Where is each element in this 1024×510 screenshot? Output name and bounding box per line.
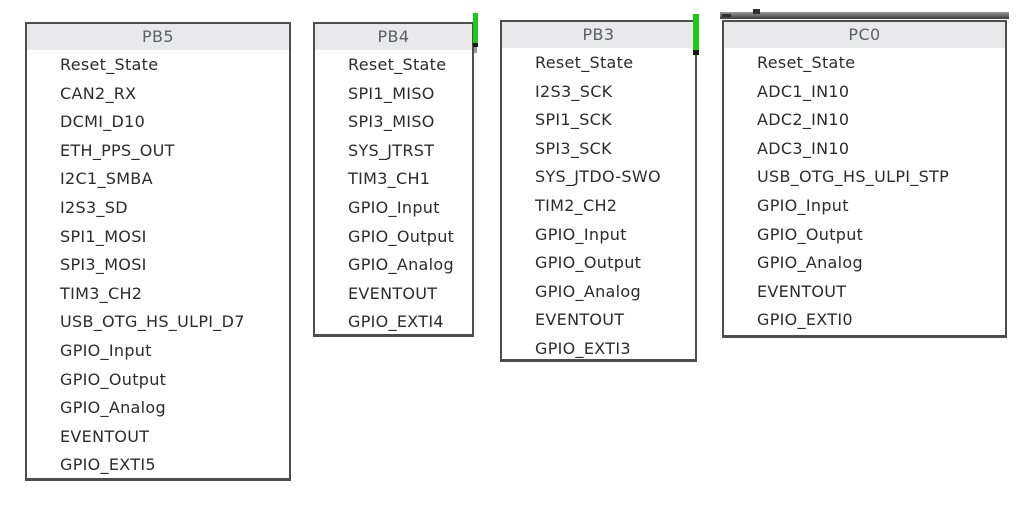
pin-menu-title-pb3: PB3 [502, 22, 695, 48]
pin-menu-title-pb5: PB5 [27, 24, 289, 50]
pin-function-item[interactable]: EVENTOUT [60, 426, 150, 446]
pin-function-item[interactable]: I2S3_SD [60, 197, 128, 217]
pin-function-item[interactable]: EVENTOUT [348, 283, 438, 303]
pin-mark-stub [474, 47, 477, 53]
pin-function-item[interactable]: GPIO_Input [757, 195, 849, 215]
pin-function-item[interactable]: I2C1_SMBA [60, 169, 153, 189]
pin-menu-title-pc0: PC0 [724, 22, 1005, 48]
pin-function-item[interactable]: Reset_State [60, 55, 159, 74]
pin-function-item[interactable]: GPIO_Analog [348, 255, 454, 275]
pin-function-item[interactable]: TIM2_CH2 [535, 195, 618, 215]
pin-function-item[interactable]: SYS_JTDO-SWO [535, 167, 661, 187]
pin-function-item[interactable]: GPIO_Output [348, 226, 455, 246]
pin-function-item[interactable]: USB_OTG_HS_ULPI_D7 [60, 312, 245, 332]
pin-mark-cap [473, 43, 478, 47]
pin-function-item[interactable]: CAN2_RX [60, 83, 137, 103]
chip-edge [720, 12, 1009, 19]
pin-function-item[interactable]: GPIO_EXTI4 [348, 312, 444, 332]
pin-function-item[interactable]: TIM3_CH2 [60, 283, 143, 303]
pin-function-item[interactable]: GPIO_Output [535, 253, 642, 273]
chip-pin-notch [753, 9, 760, 14]
pin-function-item[interactable]: GPIO_Input [535, 224, 627, 244]
pin-function-item[interactable]: GPIO_Output [757, 224, 864, 244]
pin-function-item[interactable]: DCMI_D10 [60, 112, 146, 132]
active-pin-mark-icon [693, 14, 699, 51]
pin-function-item[interactable]: GPIO_EXTI3 [535, 338, 631, 358]
pin-function-item[interactable]: GPIO_Input [348, 197, 440, 217]
pin-function-item[interactable]: USB_OTG_HS_ULPI_STP [757, 167, 950, 187]
active-pin-mark-icon [473, 13, 478, 44]
pin-function-item[interactable]: TIM3_CH1 [348, 169, 431, 189]
pin-function-item[interactable]: ADC3_IN10 [757, 138, 850, 158]
chip-pin-notch [722, 14, 731, 17]
pin-function-item[interactable]: Reset_State [348, 55, 447, 74]
pin-function-item[interactable]: GPIO_Analog [535, 281, 641, 301]
pin-function-item[interactable]: EVENTOUT [535, 310, 625, 330]
pin-function-item[interactable]: SPI3_SCK [535, 138, 612, 158]
pin-function-item[interactable]: SPI1_MISO [348, 83, 435, 103]
pin-function-item[interactable]: GPIO_EXTI0 [757, 310, 853, 330]
pin-function-item[interactable]: EVENTOUT [757, 281, 847, 301]
pin-mark-cap [693, 50, 699, 55]
pin-function-item[interactable]: SPI3_MISO [348, 112, 435, 132]
pin-function-item[interactable]: GPIO_Analog [757, 253, 863, 273]
pin-function-item[interactable]: SPI3_MOSI [60, 255, 147, 275]
pin-function-item[interactable]: GPIO_Analog [60, 398, 166, 418]
pin-function-item[interactable]: SYS_JTRST [348, 140, 435, 160]
pin-function-item[interactable]: ADC2_IN10 [757, 110, 850, 130]
pin-function-item[interactable]: GPIO_Input [60, 340, 152, 360]
pin-function-item[interactable]: GPIO_EXTI5 [60, 455, 156, 475]
pin-function-item[interactable]: Reset_State [757, 53, 856, 72]
pin-function-item[interactable]: ETH_PPS_OUT [60, 140, 175, 160]
pin-function-item[interactable]: Reset_State [535, 53, 634, 72]
pin-function-item[interactable]: I2S3_SCK [535, 81, 613, 101]
pin-function-item[interactable]: GPIO_Output [60, 369, 167, 389]
pin-function-item[interactable]: ADC1_IN10 [757, 81, 850, 101]
pin-menu-title-pb4: PB4 [315, 24, 472, 50]
pin-function-item[interactable]: SPI1_SCK [535, 110, 612, 130]
pin-function-item[interactable]: SPI1_MOSI [60, 226, 147, 246]
